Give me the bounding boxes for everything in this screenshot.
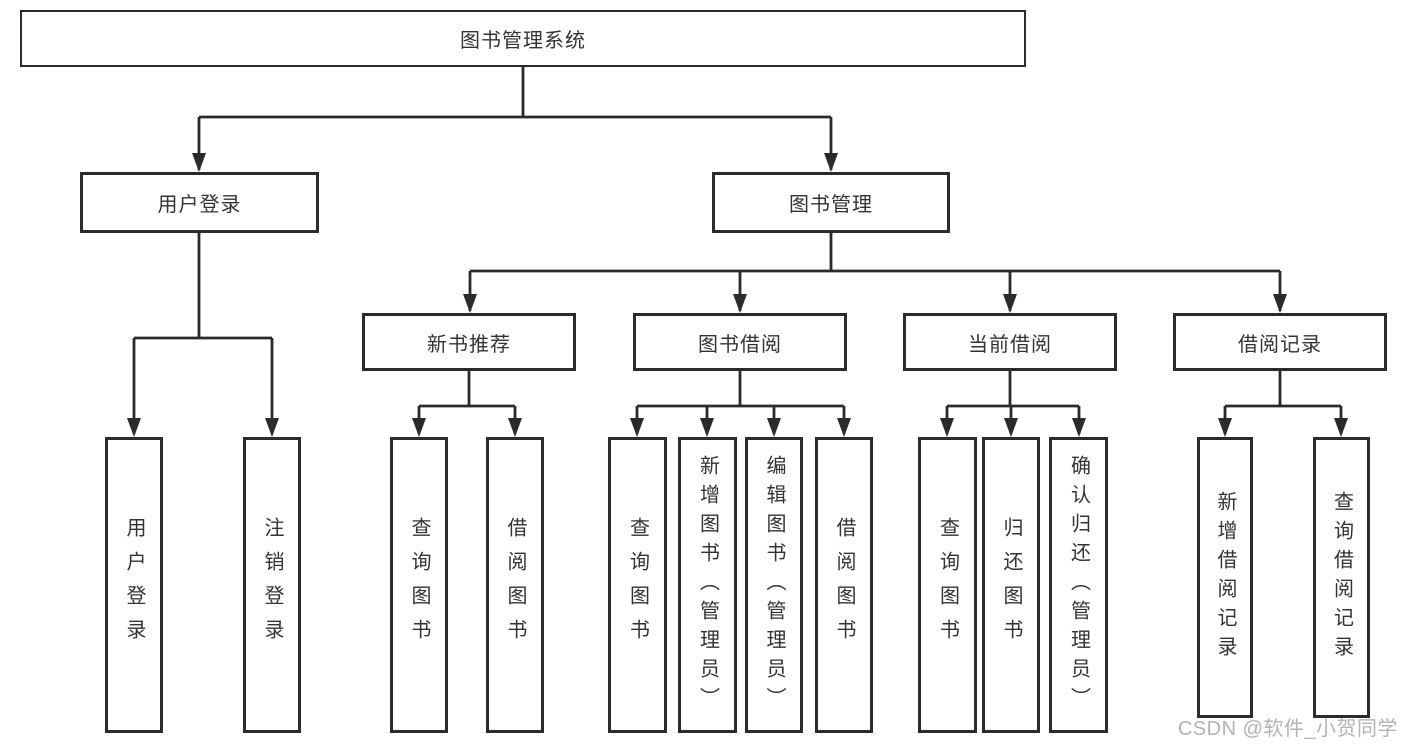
node-current-borrow: 当前借阅 — [903, 313, 1117, 371]
leaf-return-book: 归还图书 — [982, 437, 1040, 733]
node-book-borrow: 图书借阅 — [633, 313, 847, 371]
leaf-query-borrow-record: 查询借阅记录 — [1313, 437, 1370, 718]
leaf-logout: 注销登录 — [243, 437, 301, 733]
leaf-query-books-recommend: 查询图书 — [390, 437, 448, 733]
leaf-add-book-admin: 新增图书（管理员） — [678, 437, 737, 733]
node-book-management: 图书管理 — [712, 172, 950, 233]
leaf-edit-book-admin: 编辑图书（管理员） — [745, 437, 803, 733]
node-borrow-records: 借阅记录 — [1173, 313, 1387, 371]
leaf-add-borrow-record: 新增借阅记录 — [1197, 437, 1253, 718]
node-user-login: 用户登录 — [80, 172, 319, 233]
leaf-query-books-borrow: 查询图书 — [608, 437, 667, 733]
leaf-borrow-books: 借阅图书 — [815, 437, 873, 733]
node-new-book-recommend: 新书推荐 — [362, 313, 576, 371]
leaf-borrow-books-recommend: 借阅图书 — [486, 437, 544, 733]
leaf-confirm-return-admin: 确认归还（管理员） — [1049, 437, 1108, 733]
leaf-user-login: 用户登录 — [105, 437, 163, 733]
leaf-query-books-current: 查询图书 — [918, 437, 977, 733]
node-root: 图书管理系统 — [20, 10, 1026, 67]
